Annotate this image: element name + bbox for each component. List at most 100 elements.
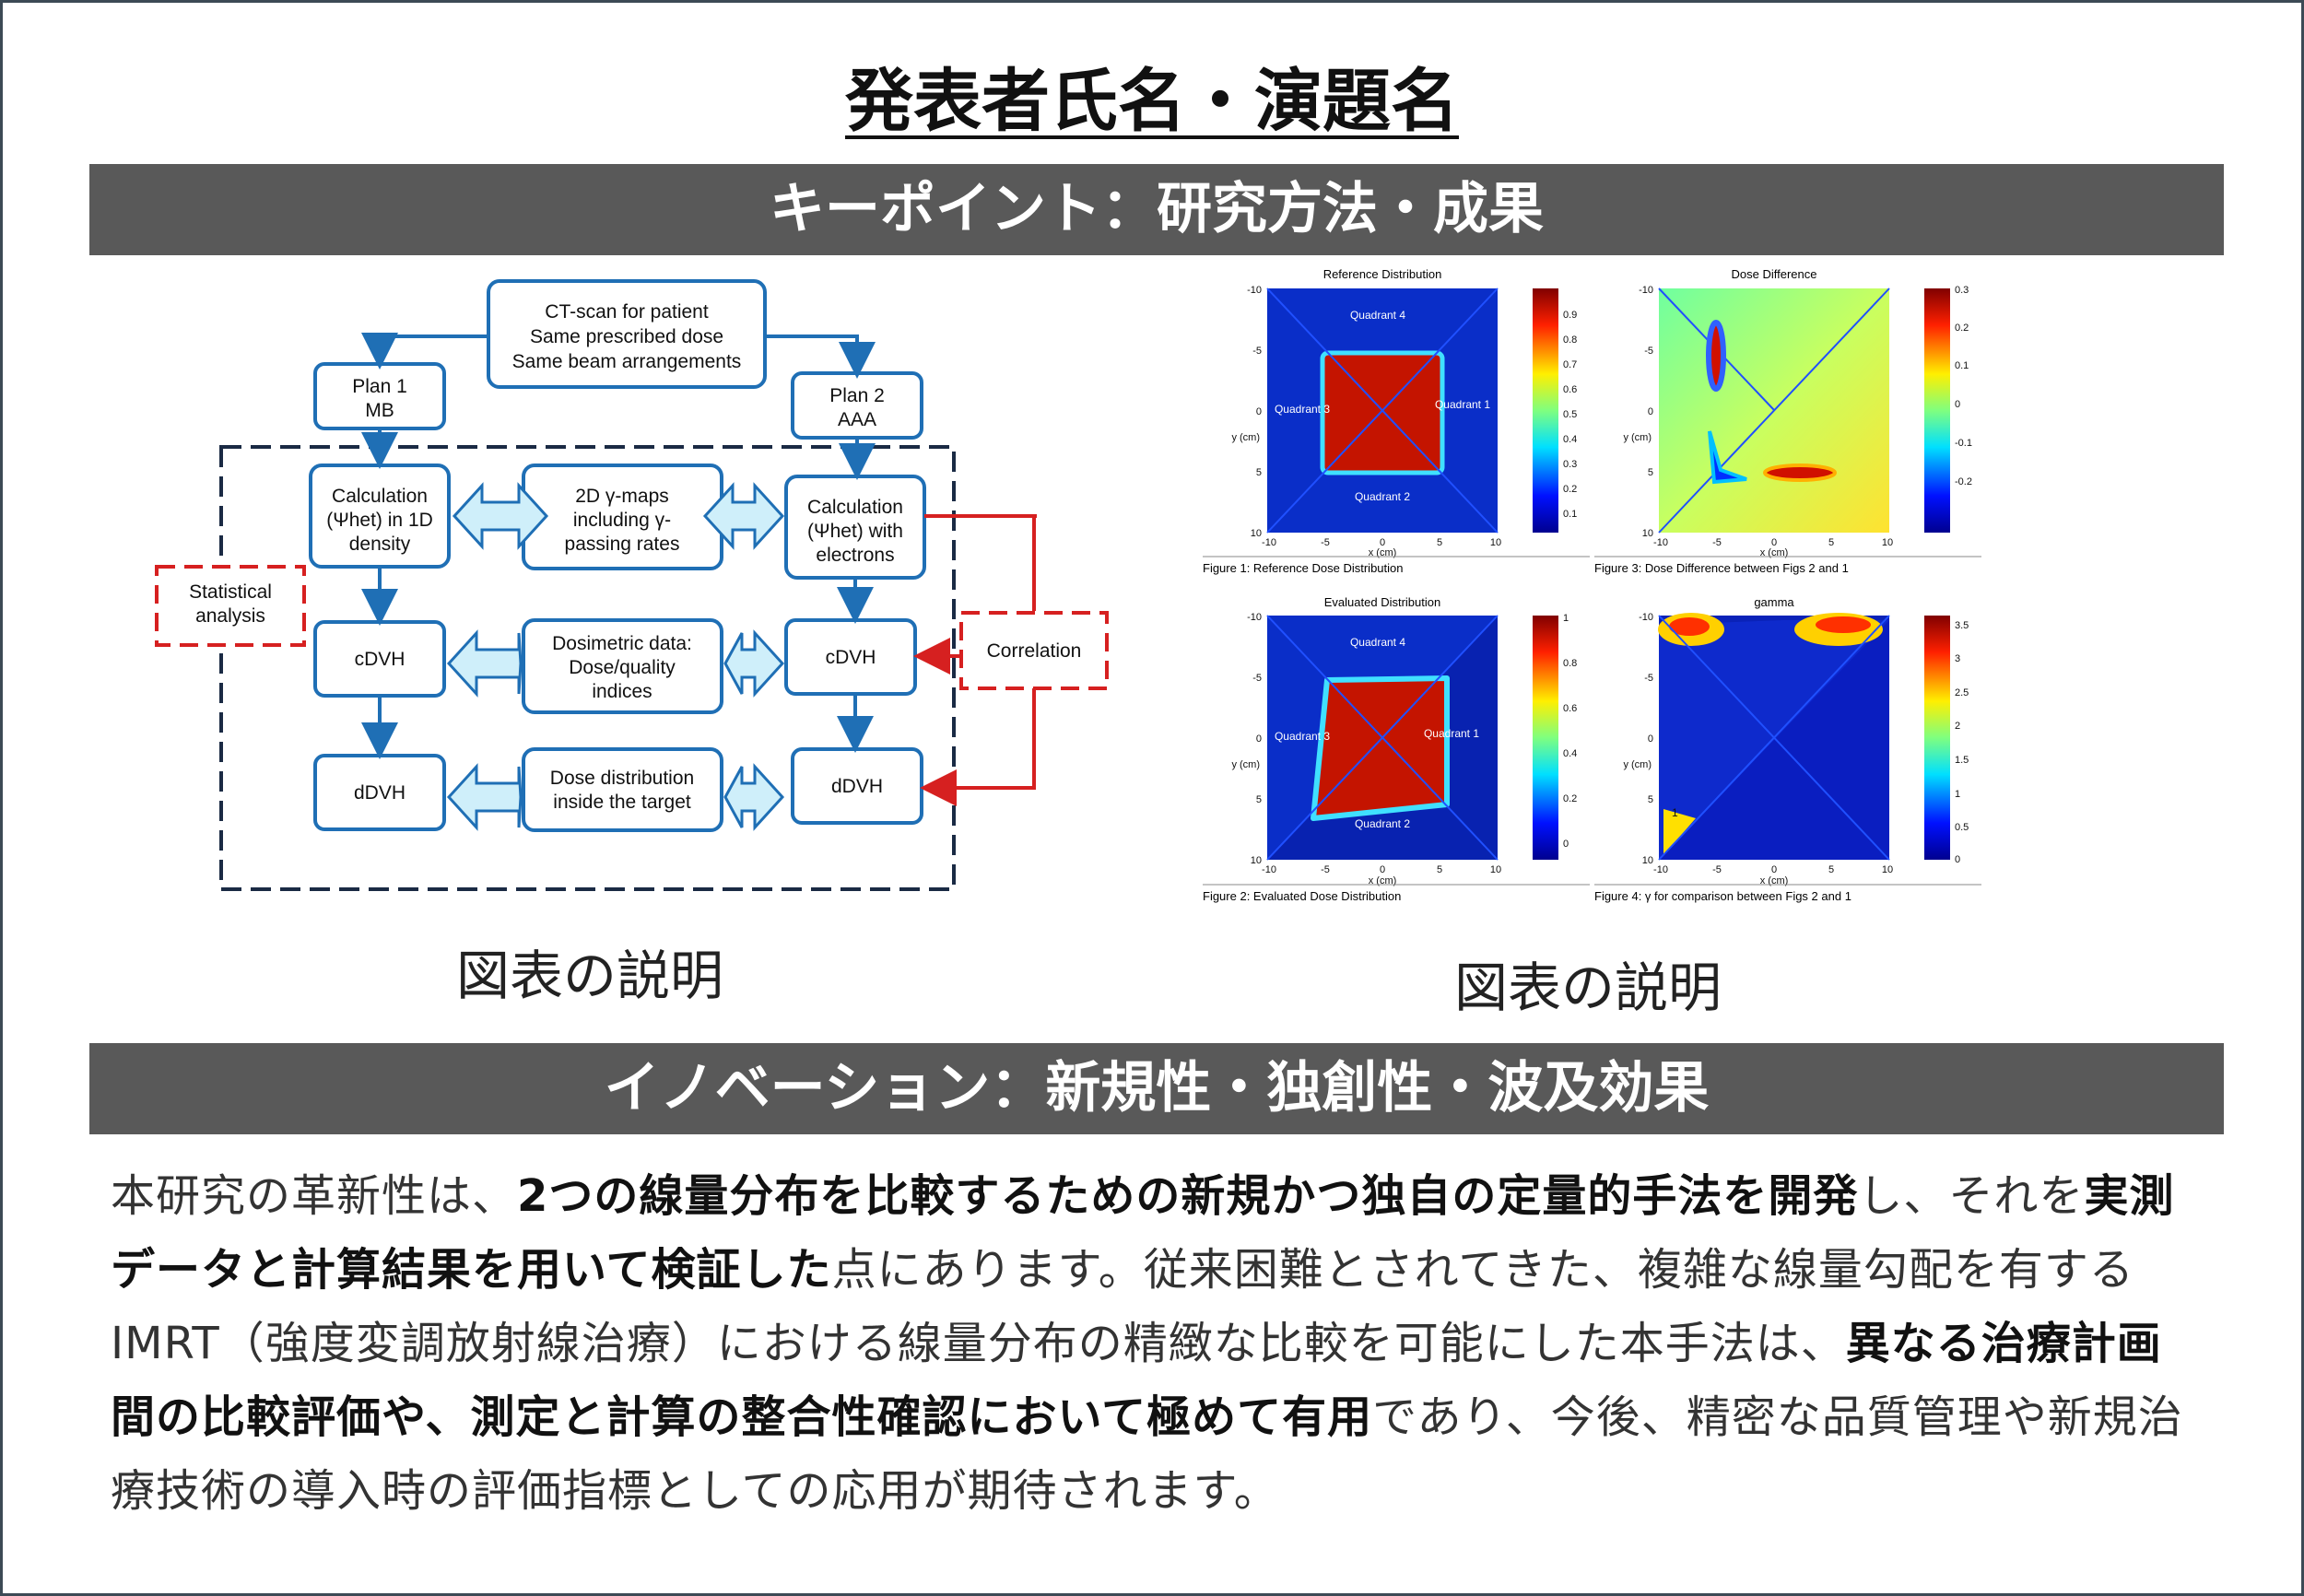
p4-gamma-mark: 1	[1672, 806, 1678, 819]
p4-xtick-0: -10	[1653, 864, 1668, 875]
p3-cbar-4: 0.2	[1563, 793, 1577, 804]
p1-cbar-2: 0.7	[1563, 359, 1577, 370]
cdvh-right-label: cDVH	[826, 647, 876, 668]
double-arrow-dosimetric-right	[723, 629, 785, 698]
p2-ytick-1: -5	[1644, 346, 1653, 357]
statistical-line2: analysis	[195, 605, 265, 627]
body-text-3: 点にあります。従来困難とされてきた、複雑な線量勾配を有するIMRT（強度変調放射…	[111, 1244, 2134, 1369]
p1-cbar-5: 0.4	[1563, 434, 1577, 445]
p1-cbar-1: 0.8	[1563, 334, 1577, 346]
plan1-line1: Plan 1	[352, 376, 407, 397]
p3-ytick-2: 0	[1256, 733, 1262, 745]
page-title: 発表者氏名・演題名	[845, 62, 1459, 141]
panel2-title: Dose Difference	[1732, 267, 1817, 281]
p1-ylabel: y (cm)	[1231, 432, 1260, 443]
p1-quadrant3: Quadrant 3	[1275, 403, 1330, 416]
p4-ytick-4: 10	[1642, 855, 1653, 866]
right-figure-caption: 図表の説明	[1454, 956, 1722, 1019]
p4-xtick-4: 10	[1882, 864, 1893, 875]
calc-right-line2: (Ψhet) with	[807, 521, 903, 542]
p4-ylabel: y (cm)	[1623, 759, 1652, 770]
p2-xtick-0: -10	[1653, 537, 1668, 548]
p1-ytick-2: 0	[1256, 406, 1262, 417]
p3-cbar-1: 0.8	[1563, 658, 1577, 669]
innovation-paragraph: 本研究の革新性は、2つの線量分布を比較するための新規かつ独自の定量的手法を開発し…	[111, 1159, 2203, 1528]
ct-line3: Same beam arrangements	[512, 351, 742, 372]
body-bold-3: 異なる治療計画間の比較評価や、測定と計算の整合性確認において極めて有用	[111, 1318, 2162, 1443]
dosimetric-line1: Dosimetric data:	[552, 633, 692, 654]
plan2-line2: AAA	[838, 409, 876, 430]
p4-cbar-5: 1	[1955, 789, 1960, 800]
p1-caption: Figure 1: Reference Dose Distribution	[1203, 561, 1404, 575]
p2-cbar-3: 0	[1955, 399, 1960, 410]
p1-xtick-4: 10	[1490, 537, 1501, 548]
p1-xlabel: x (cm)	[1369, 547, 1397, 558]
p1-cbar-3: 0.6	[1563, 384, 1577, 395]
p1-cbar-7: 0.2	[1563, 484, 1577, 495]
p1-xtick-2: 0	[1380, 537, 1385, 548]
panel-evaluated: Evaluated Distribution Quadrant 4 Quadra…	[1203, 595, 1590, 903]
plan2-line1: Plan 2	[829, 385, 885, 406]
dose-dist-box	[522, 747, 723, 832]
p4-ytick-2: 0	[1648, 733, 1653, 745]
double-arrow-dosimetric-left	[446, 629, 523, 698]
dosimetric-box	[522, 618, 723, 714]
statistical-line1: Statistical	[189, 581, 272, 603]
p2-ylabel: y (cm)	[1623, 432, 1652, 443]
p3-xtick-0: -10	[1262, 864, 1276, 875]
p3-ytick-4: 10	[1251, 855, 1262, 866]
p3-cbar-0: 1	[1563, 613, 1569, 624]
p1-cbar-4: 0.5	[1563, 409, 1577, 420]
p1-quadrant4: Quadrant 4	[1350, 309, 1405, 322]
p2-ytick-2: 0	[1648, 406, 1653, 417]
calc-left-line1: Calculation	[332, 486, 428, 507]
p3-cbar-2: 0.6	[1563, 703, 1577, 714]
p3-ytick-1: -5	[1252, 673, 1262, 684]
p4-cbar-3: 2	[1955, 721, 1960, 732]
p2-cbar-2: 0.1	[1955, 360, 1969, 371]
p2-cbar-5: -0.2	[1955, 476, 1972, 487]
section-heading-keypoints: キーポイント：研究方法・成果	[89, 164, 2224, 255]
p1-ytick-1: -5	[1252, 346, 1262, 357]
correlation-box	[959, 611, 1109, 690]
body-text-1: 本研究の革新性は、	[111, 1170, 518, 1222]
p3-xtick-1: -5	[1321, 864, 1330, 875]
double-arrow-dose-right	[723, 763, 785, 831]
panel-dose-difference: Dose Difference 0.3 0.2 0.1 0 -0.1 -0.2 …	[1594, 267, 1981, 575]
p4-ytick-3: 5	[1648, 794, 1653, 805]
p1-xtick-0: -10	[1262, 537, 1276, 548]
gamma-line1: 2D γ-maps	[575, 486, 669, 507]
panel-reference: Reference Distribution Quadrant 4 Quadra…	[1203, 267, 1590, 575]
p2-xtick-4: 10	[1882, 537, 1893, 548]
p1-cbar-0: 0.9	[1563, 310, 1577, 321]
p3-quadrant3: Quadrant 3	[1275, 730, 1330, 743]
body-text-4: であり、今後、精密な品質管理や新規治療技術の導入時の評価指標としての応用が期待さ…	[111, 1391, 2183, 1517]
p3-xtick-4: 10	[1490, 864, 1501, 875]
dose-maps-figure: Reference Distribution Quadrant 4 Quadra…	[1203, 267, 1981, 903]
p4-xtick-3: 5	[1828, 864, 1834, 875]
p4-ytick-1: -5	[1644, 673, 1653, 684]
p4-cbar-2: 2.5	[1955, 687, 1969, 698]
left-figure-caption: 図表の説明	[456, 945, 724, 1007]
calc-right-line1: Calculation	[807, 497, 903, 518]
p1-ytick-4: 10	[1251, 528, 1262, 539]
p3-quadrant1: Quadrant 1	[1424, 727, 1479, 740]
p2-xtick-1: -5	[1712, 537, 1722, 548]
p3-cbar-5: 0	[1563, 839, 1569, 850]
ddvh-left-label: dDVH	[354, 782, 406, 804]
p1-xtick-3: 5	[1437, 537, 1442, 548]
p1-quadrant2: Quadrant 2	[1355, 490, 1410, 503]
p2-ytick-4: 10	[1642, 528, 1653, 539]
p3-quadrant2: Quadrant 2	[1355, 817, 1410, 830]
double-arrow-gamma-left	[452, 482, 549, 550]
p4-cbar-4: 1.5	[1955, 755, 1969, 766]
calc-right-line3: electrons	[816, 545, 894, 566]
p3-xlabel: x (cm)	[1369, 875, 1397, 886]
p4-caption: Figure 4: γ for comparison between Figs …	[1594, 889, 1851, 903]
p2-xlabel: x (cm)	[1760, 547, 1789, 558]
p2-xtick-3: 5	[1828, 537, 1834, 548]
p1-xtick-1: -5	[1321, 537, 1330, 548]
p3-xtick-2: 0	[1380, 864, 1385, 875]
p1-ytick-0: -10	[1247, 285, 1262, 296]
